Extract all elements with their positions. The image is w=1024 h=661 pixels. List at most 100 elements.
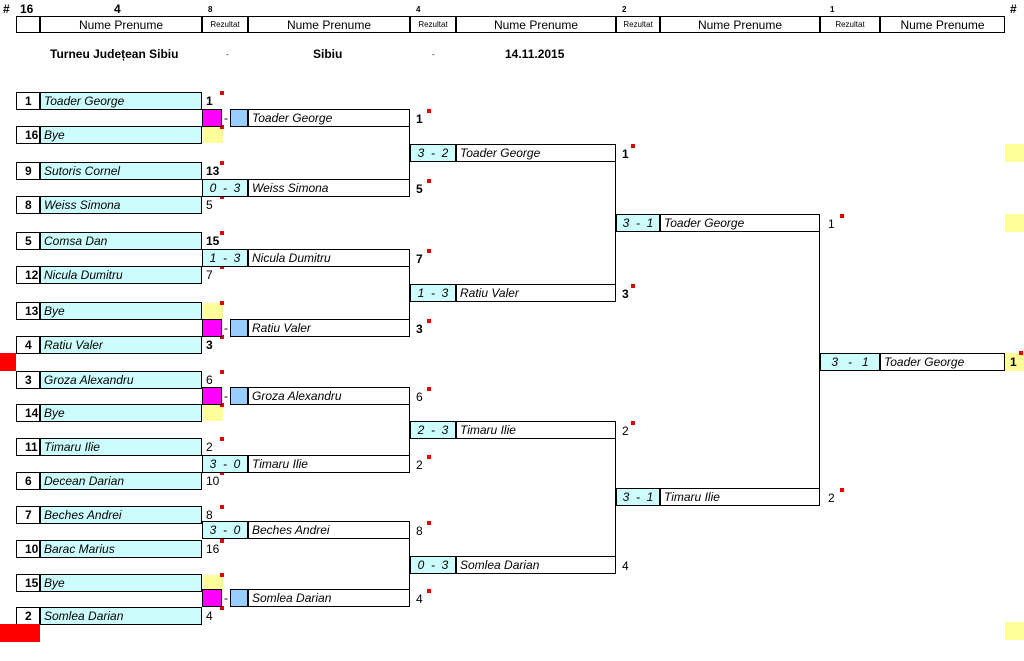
side-cell xyxy=(1005,622,1024,640)
player-result: 16 xyxy=(206,542,220,556)
player-name: Bye xyxy=(40,302,202,320)
dash: - xyxy=(224,389,228,403)
bracket-line xyxy=(615,162,616,302)
score-b: 3 xyxy=(441,423,449,437)
score-b: 0 xyxy=(233,457,241,471)
winner-result: 1 xyxy=(622,147,629,161)
red-marker xyxy=(0,624,40,642)
score-mark xyxy=(427,387,431,391)
score-mark xyxy=(220,231,224,235)
winner-name: Ratiu Valer xyxy=(456,284,616,302)
winner-name: Weiss Simona xyxy=(248,179,410,197)
score-a: 3 xyxy=(831,355,838,369)
score-mark xyxy=(631,421,635,425)
round-label-4: 2 xyxy=(622,5,627,14)
match-score: 3 - 0 xyxy=(202,521,248,539)
bye-slot-blue xyxy=(230,387,248,405)
winner-name: Toader George xyxy=(248,109,410,127)
score-b: 2 xyxy=(441,146,449,160)
match-score: 3 - 1 xyxy=(616,214,660,232)
player-result: 5 xyxy=(206,198,213,212)
info-separator-1: - xyxy=(226,50,229,59)
header-corner-cell xyxy=(16,16,40,33)
score-mark xyxy=(220,161,224,165)
seed-number: 11 xyxy=(16,438,40,456)
seed-number: 16 xyxy=(16,126,40,144)
score-mark xyxy=(427,179,431,183)
dash: - xyxy=(224,591,228,605)
bracket-line xyxy=(409,539,410,607)
winner-name: Ratiu Valer xyxy=(248,319,410,337)
score-mark xyxy=(427,521,431,525)
seed-number: 3 xyxy=(16,371,40,389)
bye-slot xyxy=(202,319,222,337)
score-b: 1 xyxy=(646,216,654,230)
bye-slot xyxy=(202,589,222,607)
winner-name: Timaru Ilie xyxy=(248,455,410,473)
champion-name: Toader George xyxy=(880,353,1005,371)
score-b: 1 xyxy=(862,355,869,369)
match-score: 3 - 2 xyxy=(410,144,456,162)
winner-result: 3 xyxy=(416,322,423,336)
tournament-date: 14.11.2015 xyxy=(505,47,565,61)
player-name: Nicula Dumitru xyxy=(40,266,202,284)
score-a: 1 xyxy=(209,251,217,265)
score-mark xyxy=(427,319,431,323)
winner-result: 6 xyxy=(416,390,423,404)
score-mark xyxy=(427,109,431,113)
tournament-name: Turneu Județean Sibiu xyxy=(50,47,179,61)
player-name: Timaru Ilie xyxy=(40,438,202,456)
player-result: 15 xyxy=(206,234,220,248)
player-name: Bye xyxy=(40,126,202,144)
score-a: 3 xyxy=(622,216,630,230)
score-mark xyxy=(220,195,224,199)
score-b: 0 xyxy=(233,523,241,537)
score-a: 0 xyxy=(209,181,217,195)
bracket-line xyxy=(409,267,410,337)
score-mark xyxy=(220,606,224,610)
score-a: 3 xyxy=(209,457,217,471)
col-result-1: Rezultat xyxy=(202,16,248,33)
col-result-3: Rezultat xyxy=(616,16,660,33)
hash-left: # xyxy=(3,2,10,16)
player-result: 2 xyxy=(206,440,213,454)
winner-result: 2 xyxy=(828,491,835,505)
col-name-4: Nume Prenume xyxy=(660,16,820,33)
score-b: 3 xyxy=(233,251,241,265)
match-score: 0 - 3 xyxy=(202,179,248,197)
score-mark xyxy=(220,91,224,95)
hash-right: # xyxy=(1010,2,1017,16)
bye-slot-blue xyxy=(230,319,248,337)
red-marker xyxy=(0,353,16,371)
player-name: Bye xyxy=(40,404,202,422)
score-mark xyxy=(220,125,224,129)
round-label-1: 4 xyxy=(114,2,121,16)
match-score: 3 - 1 xyxy=(616,488,660,506)
score-mark xyxy=(631,284,635,288)
score-b: 3 xyxy=(441,286,449,300)
winner-name: Toader George xyxy=(456,144,616,162)
winner-result: 3 xyxy=(622,287,629,301)
winner-name: Toader George xyxy=(660,214,820,232)
score-mark xyxy=(220,471,224,475)
match-score: 2 - 3 xyxy=(410,421,456,439)
player-name: Beches Andrei xyxy=(40,506,202,524)
player-name: Decean Darian xyxy=(40,472,202,490)
dash: - xyxy=(224,321,228,335)
seed-number: 12 xyxy=(16,266,40,284)
winner-result: 8 xyxy=(416,524,423,538)
player-result: 7 xyxy=(206,268,213,282)
match-score: 3 - 0 xyxy=(202,455,248,473)
match-score: 3 - 1 xyxy=(820,353,880,371)
player-name: Bye xyxy=(40,574,202,592)
seed-number: 5 xyxy=(16,232,40,250)
round-label-2: 8 xyxy=(208,5,213,14)
score-mark xyxy=(427,589,431,593)
winner-name: Beches Andrei xyxy=(248,521,410,539)
score-b: 3 xyxy=(441,558,449,572)
bracket-line xyxy=(615,439,616,574)
bye-slot-blue xyxy=(230,109,248,127)
winner-name: Somlea Darian xyxy=(456,556,616,574)
bye-slot-blue xyxy=(230,589,248,607)
score-mark xyxy=(220,573,224,577)
